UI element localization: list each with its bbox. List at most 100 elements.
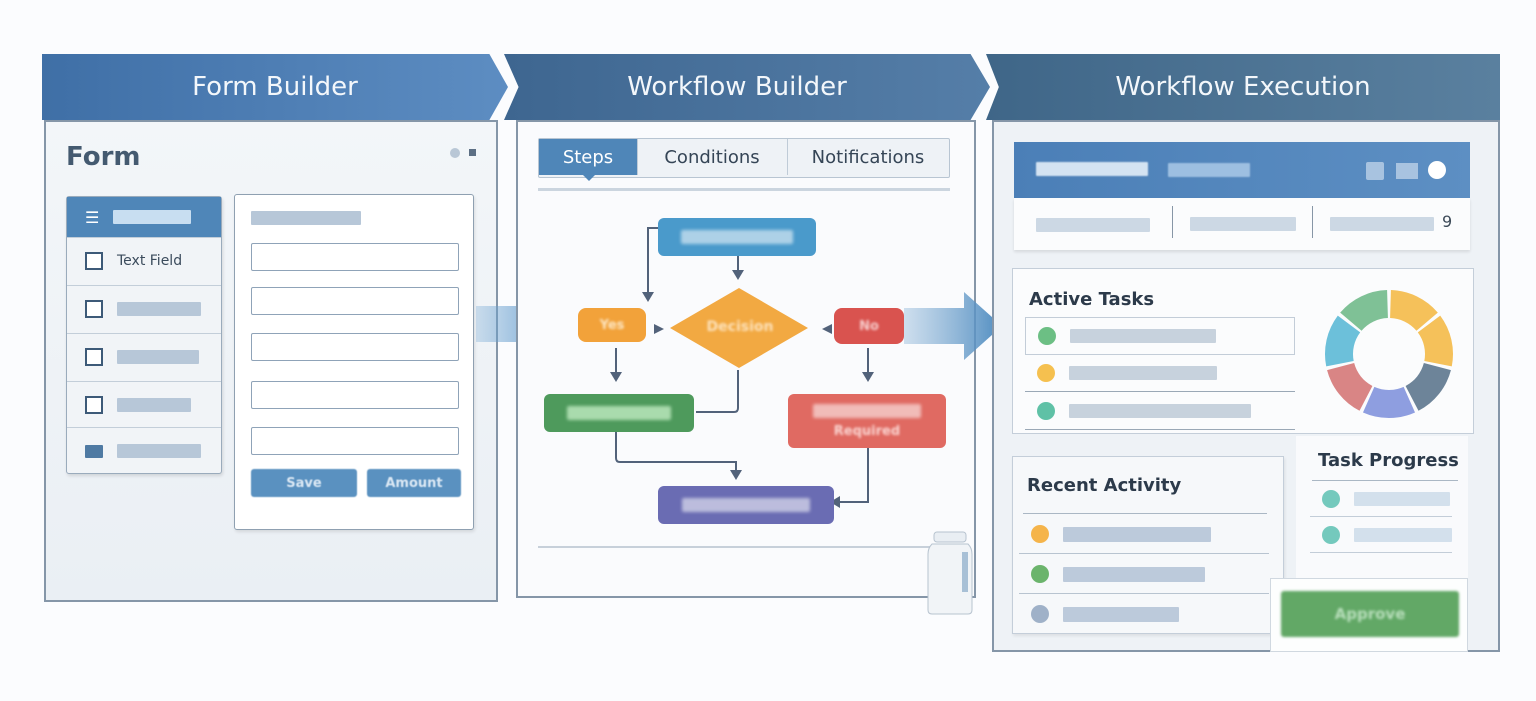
status-dot xyxy=(1031,605,1049,623)
node-label: No xyxy=(859,318,879,334)
approve-card: Approve xyxy=(1270,578,1468,652)
field-list-item[interactable] xyxy=(67,381,221,428)
donut-segment xyxy=(1405,363,1451,411)
app-subtitle xyxy=(1168,163,1250,177)
stage-title: Workflow Execution xyxy=(1115,72,1371,102)
flow-node-required[interactable]: Required xyxy=(788,394,946,448)
activity-divider xyxy=(1023,513,1267,514)
stat-value: 9 xyxy=(1442,212,1453,231)
node-label: Decision xyxy=(706,319,774,335)
node-label xyxy=(813,403,921,418)
flow-node-approve[interactable] xyxy=(544,394,694,432)
stage-banner-workflow-execution: Workflow Execution xyxy=(986,54,1500,120)
donut-segment xyxy=(1390,290,1438,331)
stat-divider xyxy=(1312,206,1313,238)
field-list: ☰ Text Field xyxy=(66,196,222,474)
jar-illustration xyxy=(927,531,973,615)
stat-label xyxy=(1190,217,1296,231)
task-progress-title: Task Progress xyxy=(1318,450,1459,471)
field-label xyxy=(117,444,201,458)
divider xyxy=(538,188,950,191)
tab-conditions[interactable]: Conditions xyxy=(637,139,788,175)
status-dot xyxy=(1038,327,1056,345)
activity-item[interactable] xyxy=(1019,515,1269,554)
donut-segment xyxy=(1340,290,1388,331)
activity-label xyxy=(1063,526,1211,542)
tab-notifications[interactable]: Notifications xyxy=(811,146,925,168)
checkbox-icon[interactable] xyxy=(85,252,103,270)
node-label xyxy=(567,406,671,420)
flow-node-decision[interactable] xyxy=(668,286,810,370)
flow-node-start[interactable] xyxy=(658,218,816,256)
message-icon[interactable] xyxy=(1396,163,1418,179)
form-input[interactable] xyxy=(251,243,459,271)
form-input[interactable] xyxy=(251,381,459,409)
form-input[interactable] xyxy=(251,427,459,455)
stat-label xyxy=(1036,218,1150,232)
status-dot xyxy=(1031,525,1049,543)
flow-node-yes[interactable]: Yes xyxy=(578,308,646,342)
divider xyxy=(538,546,950,548)
active-tab-pointer xyxy=(583,175,595,181)
avatar[interactable] xyxy=(1428,161,1446,179)
activity-item[interactable] xyxy=(1019,555,1269,594)
form-input[interactable] xyxy=(251,287,459,315)
task-item[interactable] xyxy=(1025,393,1295,430)
progress-divider xyxy=(1312,480,1458,481)
task-label xyxy=(1069,404,1251,418)
folder-icon xyxy=(85,444,103,458)
field-list-item-text-field[interactable]: Text Field xyxy=(67,237,221,284)
recent-activity-card: Recent Activity xyxy=(1012,456,1284,634)
form-input[interactable] xyxy=(251,333,459,361)
node-label xyxy=(682,498,810,512)
status-dot xyxy=(1322,490,1340,508)
field-label xyxy=(117,350,199,364)
checkbox-icon[interactable] xyxy=(85,348,103,366)
progress-item[interactable] xyxy=(1310,518,1452,553)
approve-button[interactable]: Approve xyxy=(1281,591,1459,637)
tab-steps[interactable]: Steps xyxy=(539,139,638,175)
task-label xyxy=(1070,329,1216,343)
task-list xyxy=(1025,317,1295,430)
checkbox-icon[interactable] xyxy=(85,396,103,414)
progress-label xyxy=(1354,528,1452,542)
save-button[interactable]: Save xyxy=(251,469,357,497)
stage-title: Form Builder xyxy=(192,72,358,102)
stat-label xyxy=(1330,217,1434,231)
status-dot xyxy=(1322,526,1340,544)
notification-icon[interactable] xyxy=(1366,162,1384,180)
app-header xyxy=(1014,142,1470,198)
activity-item[interactable] xyxy=(1019,595,1269,633)
field-list-item[interactable] xyxy=(67,285,221,332)
form-builder-panel: Form ☰ Text Field xyxy=(44,120,498,602)
field-list-item-selected[interactable]: ☰ xyxy=(67,197,221,237)
stat-divider xyxy=(1172,206,1173,238)
task-item[interactable] xyxy=(1025,317,1295,355)
checkbox-icon[interactable] xyxy=(85,300,103,318)
node-label: Yes xyxy=(599,317,625,333)
field-list-item[interactable] xyxy=(67,333,221,380)
recent-activity-title: Recent Activity xyxy=(1027,475,1182,496)
task-item[interactable] xyxy=(1025,355,1295,392)
form-section-title xyxy=(251,211,361,225)
flow-node-end[interactable] xyxy=(658,486,834,524)
activity-label xyxy=(1063,606,1179,622)
amount-button[interactable]: Amount xyxy=(367,469,461,497)
donut-segment xyxy=(1417,315,1453,367)
window-square-icon xyxy=(469,149,476,156)
active-tasks-card: Active Tasks xyxy=(1012,268,1474,434)
progress-item[interactable] xyxy=(1310,482,1452,517)
activity-label xyxy=(1063,566,1205,582)
field-label: Text Field xyxy=(117,253,183,269)
node-label: Required xyxy=(833,423,901,439)
donut-segment xyxy=(1325,315,1361,367)
status-dot xyxy=(1037,364,1055,382)
field-list-item[interactable] xyxy=(67,427,221,474)
donut-segment xyxy=(1362,386,1416,418)
status-dot xyxy=(1037,402,1055,420)
tab-bar: Steps Conditions Notifications xyxy=(538,138,950,181)
flow-node-no[interactable]: No xyxy=(834,308,904,344)
node-label xyxy=(681,230,793,244)
list-icon: ☰ xyxy=(85,207,100,227)
donut-segment xyxy=(1327,363,1373,411)
